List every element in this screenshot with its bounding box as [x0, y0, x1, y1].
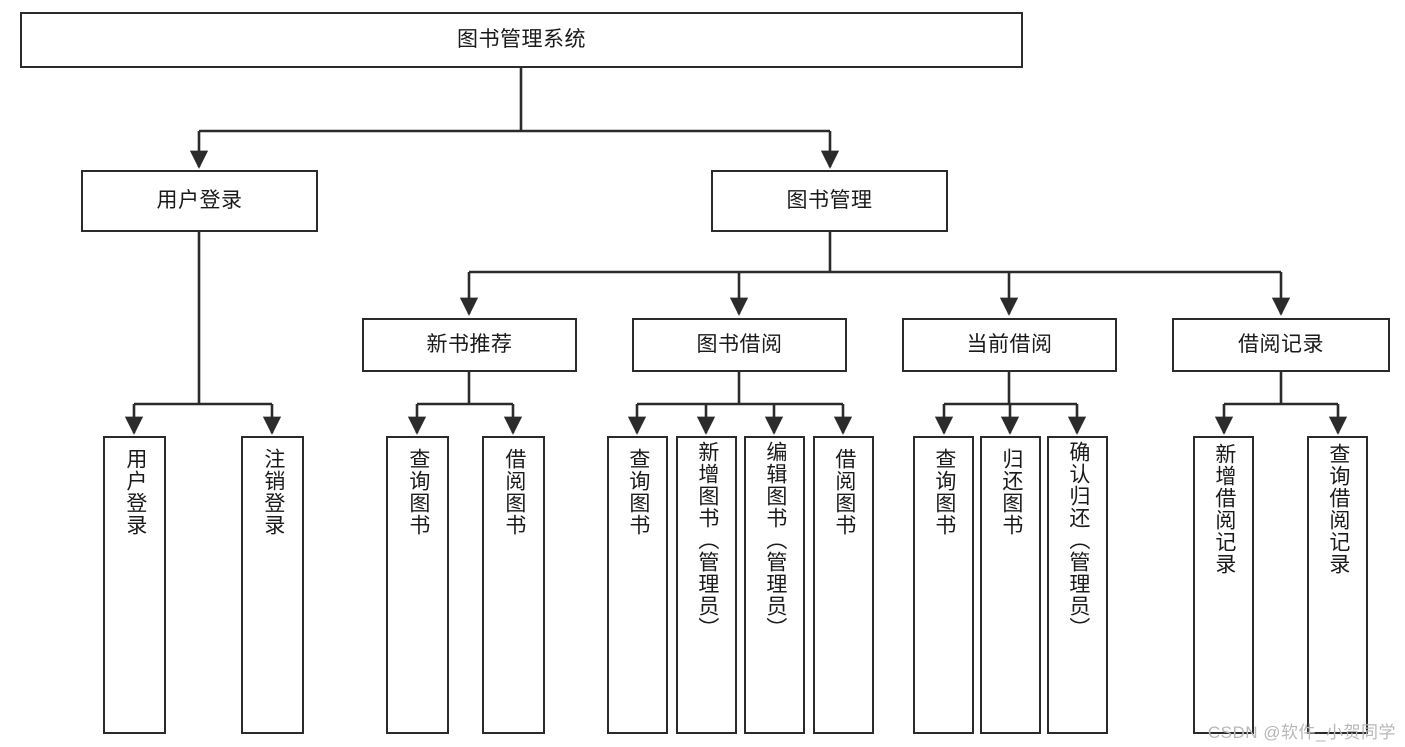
node-leaf-confirm-return-label: 确认归还（管理员） [1066, 441, 1090, 639]
node-leaf-borrow-book-2-label: 借阅图书 [832, 448, 856, 536]
node-new-book-rec-label: 新书推荐 [426, 332, 513, 356]
node-leaf-query-book-2-label: 查询图书 [626, 448, 650, 536]
node-leaf-query-book-1-label: 查询图书 [406, 448, 430, 536]
watermark-text: CSDN @软件_小贺同学 [1207, 723, 1396, 742]
node-root[interactable]: 图书管理系统 [20, 12, 1023, 68]
node-new-book-rec[interactable]: 新书推荐 [362, 318, 577, 372]
node-leaf-confirm-return[interactable]: 确认归还（管理员） [1047, 436, 1108, 734]
node-current-borrow-label: 当前借阅 [966, 332, 1053, 356]
node-leaf-add-record[interactable]: 新增借阅记录 [1193, 436, 1254, 734]
node-root-label: 图书管理系统 [457, 27, 586, 51]
node-leaf-borrow-book-1[interactable]: 借阅图书 [482, 436, 545, 734]
node-leaf-add-record-label: 新增借阅记录 [1212, 443, 1236, 575]
node-leaf-user-logout-label: 注销登录 [261, 448, 285, 536]
node-borrow-record-label: 借阅记录 [1238, 332, 1324, 356]
node-leaf-user-login-label: 用户登录 [123, 448, 147, 536]
node-leaf-borrow-book-1-label: 借阅图书 [502, 448, 526, 536]
node-leaf-query-book-2[interactable]: 查询图书 [607, 436, 668, 734]
node-borrow-record[interactable]: 借阅记录 [1172, 318, 1390, 372]
node-book-borrow[interactable]: 图书借阅 [632, 318, 847, 372]
node-leaf-user-logout[interactable]: 注销登录 [241, 436, 304, 734]
node-leaf-user-login[interactable]: 用户登录 [103, 436, 166, 734]
node-leaf-return-book[interactable]: 归还图书 [980, 436, 1041, 734]
node-leaf-query-book-3-label: 查询图书 [932, 448, 956, 536]
node-book-manage-label: 图书管理 [786, 188, 873, 212]
node-leaf-edit-book-label: 编辑图书（管理员） [763, 441, 787, 639]
node-current-borrow[interactable]: 当前借阅 [902, 318, 1117, 372]
node-book-borrow-label: 图书借阅 [696, 332, 783, 356]
node-user-login-label: 用户登录 [156, 188, 243, 212]
node-leaf-add-book[interactable]: 新增图书（管理员） [676, 436, 737, 734]
node-leaf-query-record-label: 查询借阅记录 [1326, 443, 1350, 575]
node-leaf-query-record[interactable]: 查询借阅记录 [1307, 436, 1368, 734]
node-leaf-edit-book[interactable]: 编辑图书（管理员） [744, 436, 805, 734]
node-leaf-borrow-book-2[interactable]: 借阅图书 [813, 436, 874, 734]
node-user-login[interactable]: 用户登录 [81, 170, 318, 232]
node-leaf-return-book-label: 归还图书 [999, 448, 1023, 536]
node-book-manage[interactable]: 图书管理 [711, 170, 948, 232]
node-leaf-add-book-label: 新增图书（管理员） [695, 441, 719, 639]
node-leaf-query-book-1[interactable]: 查询图书 [386, 436, 449, 734]
node-leaf-query-book-3[interactable]: 查询图书 [913, 436, 974, 734]
